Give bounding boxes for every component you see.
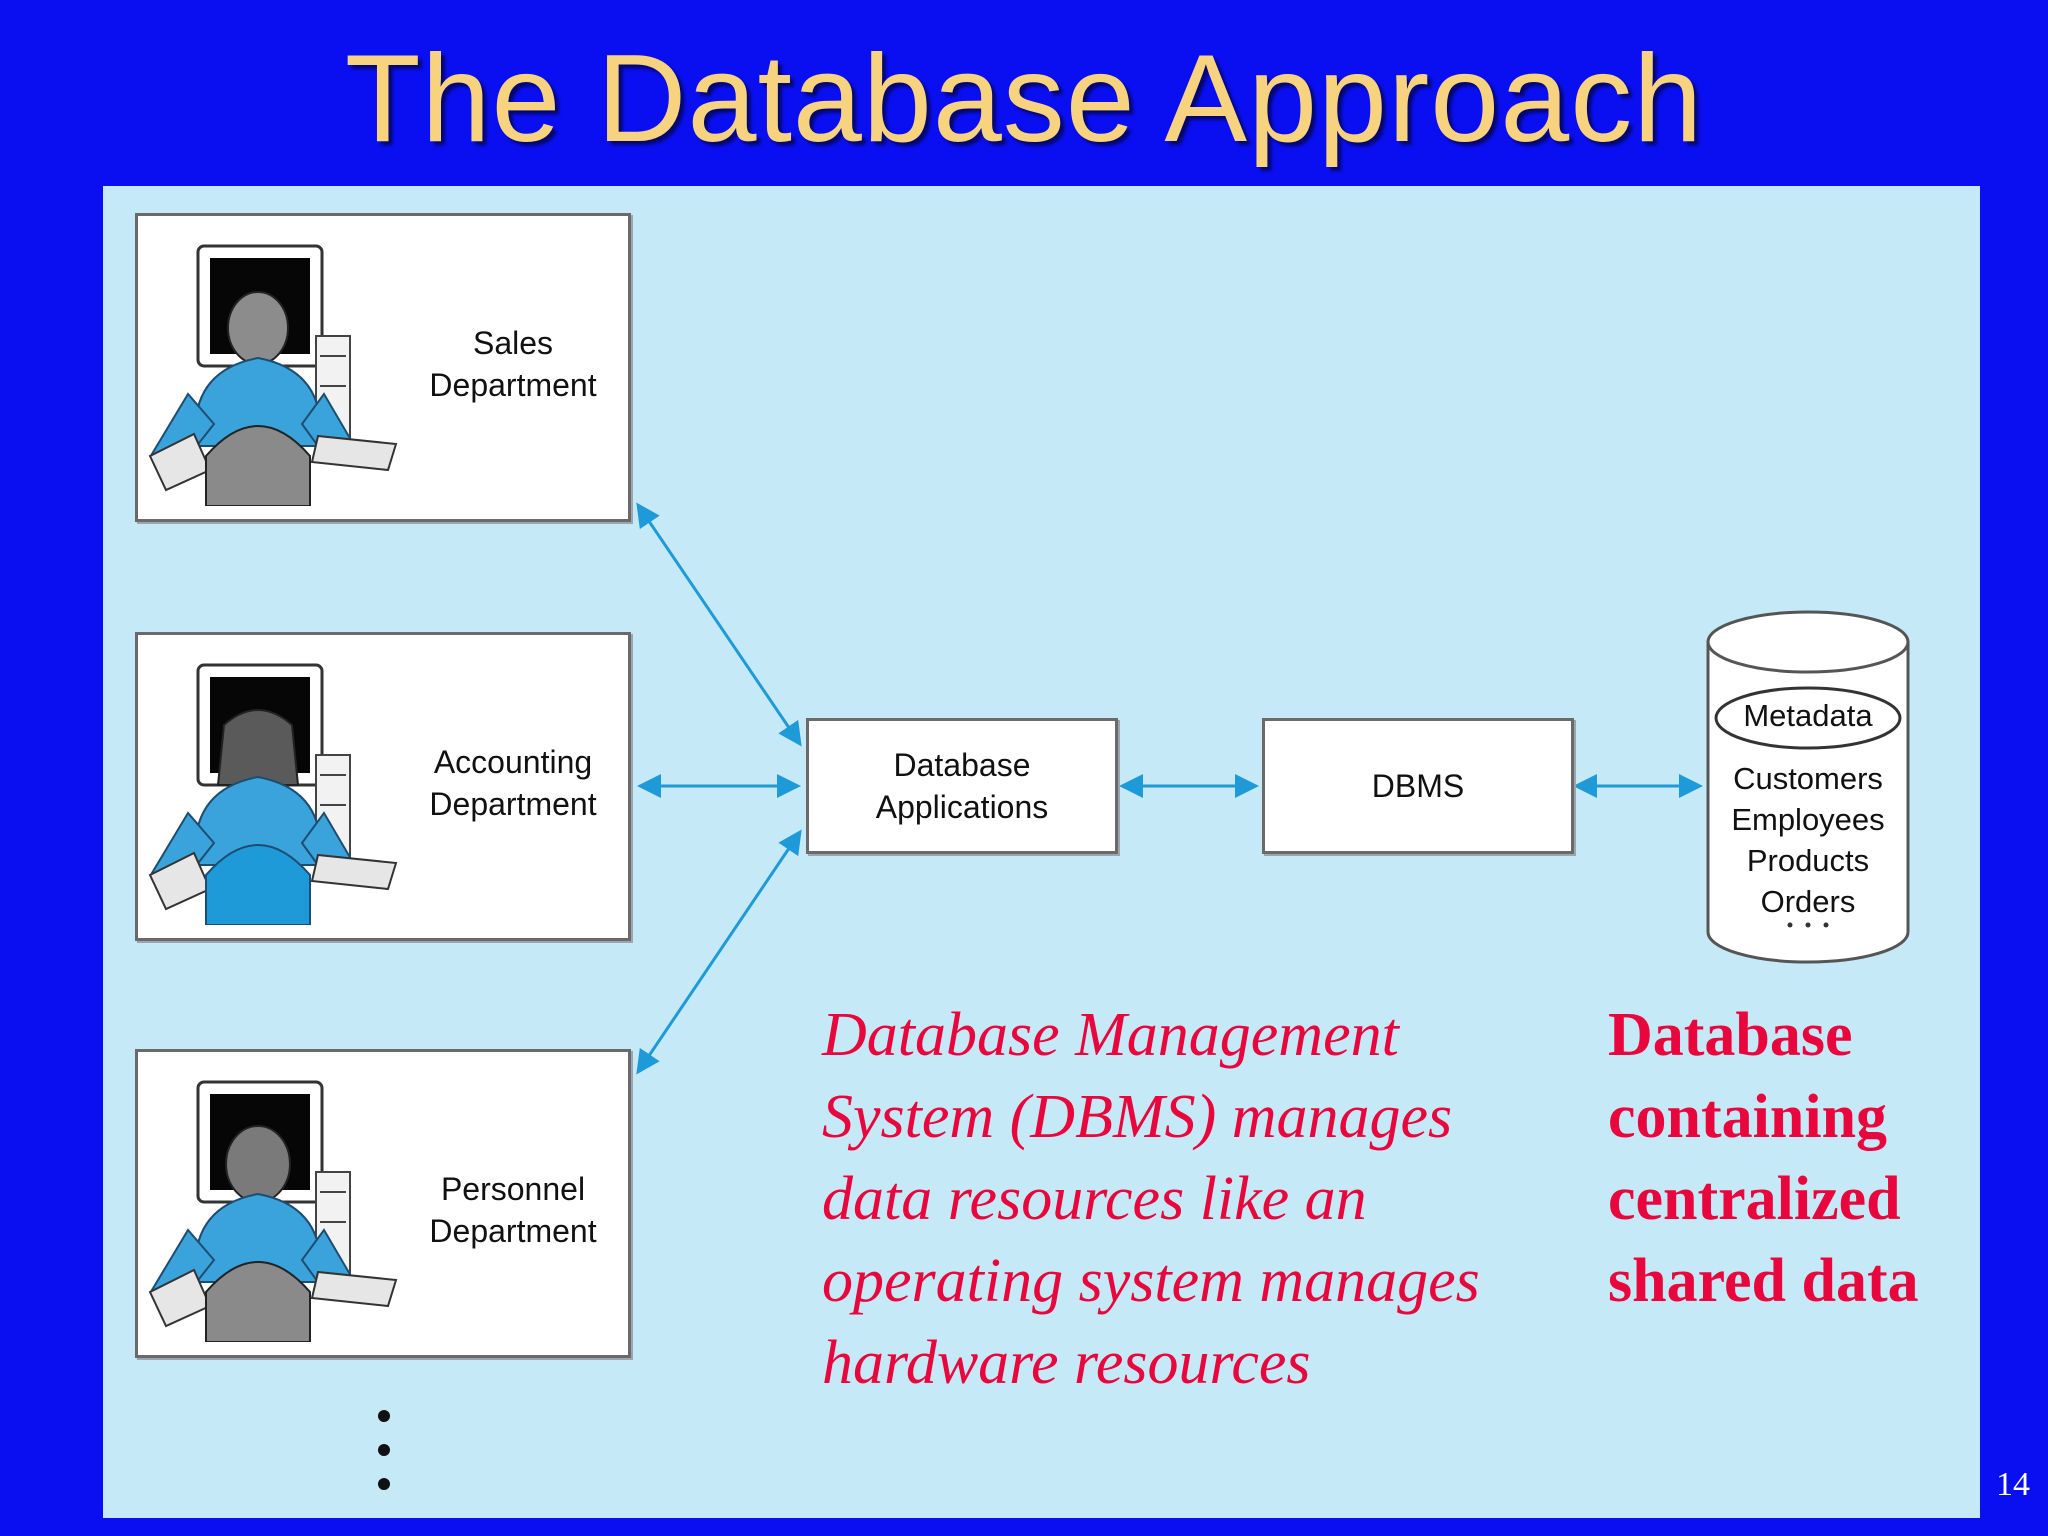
applications-label-line2: Applications [875, 789, 1049, 825]
arrow-sales-to-applications [636, 502, 802, 747]
database-caption: Database containing centralized shared d… [1608, 1001, 1919, 1315]
workstation-user-icon [148, 244, 398, 506]
table-customers: Customers [1733, 761, 1883, 796]
page-number: 14 [1996, 1466, 2030, 1503]
table-employees: Employees [1731, 802, 1885, 837]
slide-title: The Database Approach [344, 30, 1704, 168]
database-table-list: Customers Employees Products Orders [1700, 758, 1916, 922]
applications-label-line1: Database [893, 747, 1031, 783]
database-applications-box: Database Applications [806, 718, 1118, 854]
personnel-department-label: Personnel Department [429, 1171, 597, 1249]
dbms-caption: Database Management System (DBMS) manage… [822, 1001, 1480, 1397]
sales-department-label: Sales Department [429, 325, 597, 403]
workstation-user-icon [148, 663, 398, 925]
dbms-label: DBMS [1371, 768, 1465, 804]
more-departments-ellipsis-icon [378, 1410, 390, 1490]
accounting-department-label: Accounting Department [429, 744, 597, 822]
table-products: Products [1746, 843, 1870, 878]
sales-department-box: Sales Department [135, 213, 631, 522]
personnel-department-box: Personnel Department [135, 1049, 631, 1358]
database-cylinder-icon [1706, 610, 1910, 964]
accounting-department-box: Accounting Department [135, 632, 631, 941]
table-orders: Orders [1760, 884, 1856, 919]
arrow-personnel-to-applications [636, 829, 802, 1075]
workstation-user-icon [148, 1080, 398, 1342]
dbms-box: DBMS [1262, 718, 1574, 854]
metadata-label: Metadata [1743, 698, 1873, 733]
